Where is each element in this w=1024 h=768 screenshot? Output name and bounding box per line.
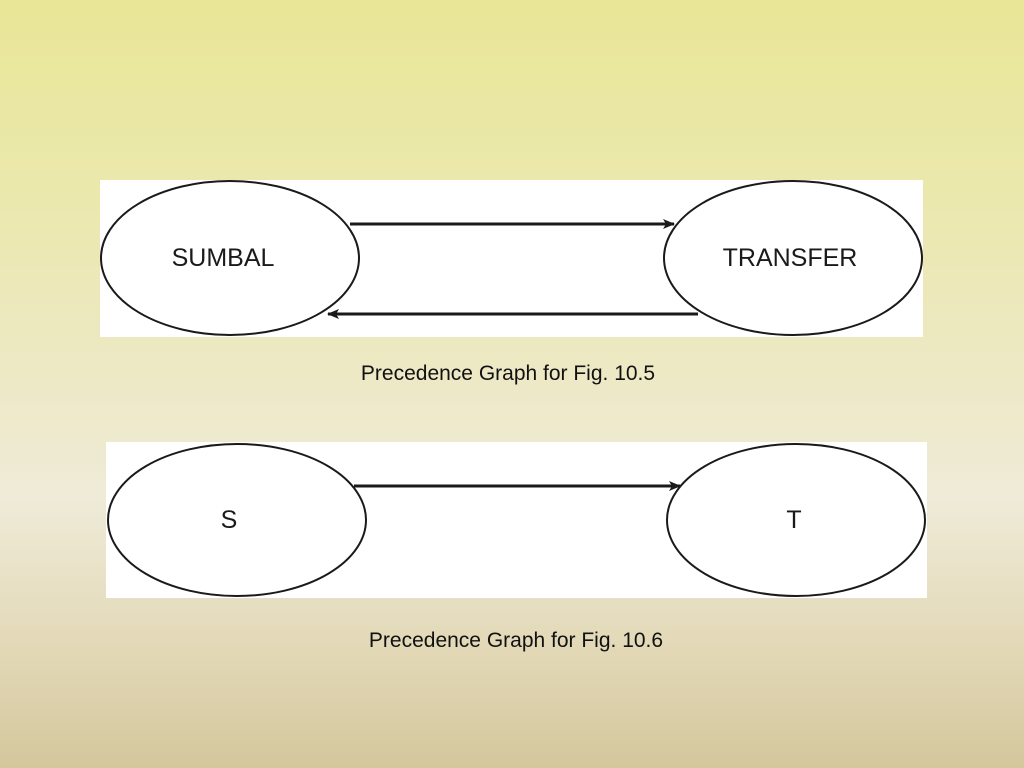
node-sumbal: [100, 180, 360, 336]
precedence-graph-10-6: S T: [106, 442, 927, 598]
graph-canvas-10-6: S T: [107, 443, 926, 597]
graph-canvas-10-5: SUMBAL TRANSFER: [100, 180, 923, 336]
caption-10-5: Precedence Graph for Fig. 10.5: [360, 362, 656, 385]
caption-10-6: Precedence Graph for Fig. 10.6: [368, 629, 664, 652]
precedence-graph-10-5: SUMBAL TRANSFER: [100, 180, 923, 337]
node-transfer-label: TRANSFER: [723, 244, 858, 272]
node-transfer: [663, 180, 923, 336]
node-t-label: T: [786, 506, 801, 534]
node-t: [666, 443, 926, 597]
node-s-label: S: [221, 506, 238, 534]
node-sumbal-label: SUMBAL: [172, 244, 275, 272]
node-s: [107, 443, 367, 597]
